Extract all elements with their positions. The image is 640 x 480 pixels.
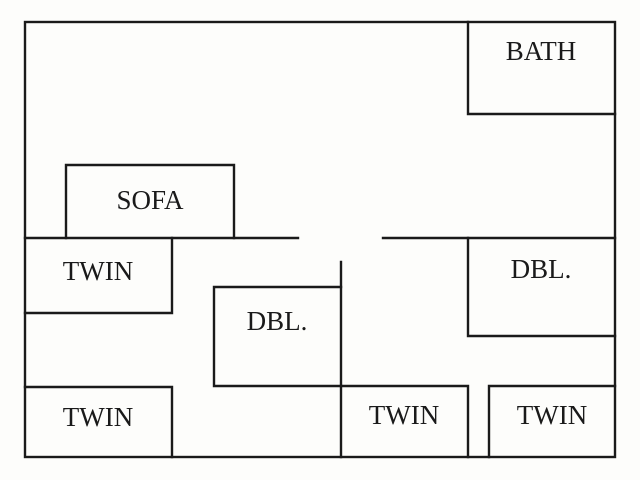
outer-wall (23, 20, 617, 459)
twin-bed-bottom-left: TWIN (23, 385, 174, 459)
sofa-label: SOFA (116, 185, 184, 215)
dbl-label: DBL. (511, 254, 572, 284)
twin-bed-outline (339, 384, 470, 459)
twin-label: TWIN (517, 400, 587, 430)
double-bed-outline (466, 236, 617, 338)
dbl-label: DBL. (247, 306, 308, 336)
bath-room: BATH (466, 20, 617, 116)
sofa-furniture: SOFA (64, 163, 236, 240)
double-bed-center: DBL. (212, 285, 343, 388)
double-bed-outline (212, 285, 343, 388)
sofa-outline (64, 163, 236, 240)
twin-bed-bottom-center: TWIN (339, 384, 470, 459)
twin-bed-outline (23, 236, 174, 315)
twin-bed-outline (23, 385, 174, 459)
twin-bed-left-upper: TWIN (23, 236, 174, 315)
twin-bed-bottom-right: TWIN (487, 384, 617, 459)
twin-label: TWIN (63, 402, 133, 432)
twin-label: TWIN (369, 400, 439, 430)
twin-bed-outline (487, 384, 617, 459)
double-bed-right: DBL. (466, 236, 617, 338)
bath-wall (466, 20, 617, 116)
twin-label: TWIN (63, 256, 133, 286)
bath-label: BATH (506, 36, 577, 66)
